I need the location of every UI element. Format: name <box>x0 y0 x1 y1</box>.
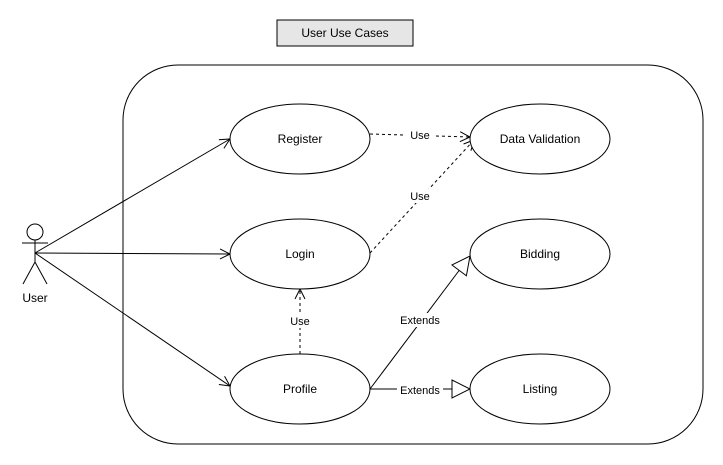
label-profile-listing: Extends <box>400 385 440 397</box>
usecase-register-label: Register <box>278 132 323 146</box>
usecase-bidding-label: Bidding <box>520 247 560 261</box>
association-user-profile <box>34 252 230 386</box>
association-user-register <box>34 139 230 254</box>
label-login-validation: Use <box>410 191 430 203</box>
label-profile-bidding: Extends <box>400 315 440 327</box>
label-register-validation: Use <box>410 130 430 142</box>
actor-label: User <box>22 291 47 305</box>
usecase-login-label: Login <box>285 247 314 261</box>
usecase-listing: Listing <box>469 353 611 425</box>
diagram-title: User Use Cases <box>276 19 414 47</box>
usecase-bidding: Bidding <box>469 218 611 290</box>
usecase-data-validation: Data Validation <box>469 103 611 175</box>
usecase-login: Login <box>229 218 371 290</box>
association-user-login <box>34 253 230 254</box>
label-profile-login: Use <box>290 316 310 328</box>
usecase-profile-label: Profile <box>283 382 317 396</box>
use-login-validation <box>369 140 474 254</box>
usecase-listing-label: Listing <box>523 382 558 396</box>
usecase-profile: Profile <box>229 353 371 425</box>
usecase-data-validation-label: Data Validation <box>500 132 581 146</box>
diagram-title-text: User Use Cases <box>301 26 388 40</box>
usecase-register: Register <box>229 103 371 175</box>
user-actor-icon <box>22 223 48 285</box>
system-boundary <box>122 64 704 445</box>
